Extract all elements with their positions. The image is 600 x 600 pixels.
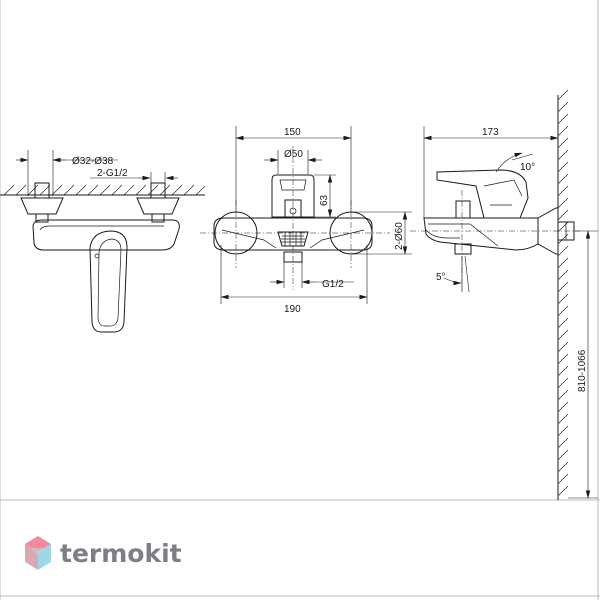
dim-width-190: 190	[220, 245, 368, 315]
dim-outlet-thread: G1/2	[270, 262, 354, 290]
mixer-body	[32, 219, 180, 251]
spout-diameter-label: Ø50	[284, 149, 303, 160]
side-wall	[557, 89, 569, 500]
diverter-knob	[455, 200, 471, 219]
right-inlet	[136, 182, 180, 223]
overall-width-label: 190	[284, 304, 301, 315]
wall-hatch	[0, 184, 206, 196]
dim-width-150: 150	[235, 126, 352, 212]
top-view: 150 Ø50 63 2-Ø60	[200, 126, 412, 315]
dim-inlet-thread: 2-G1/2	[90, 168, 178, 184]
dim-height-63: 63	[314, 174, 336, 218]
logo-wordmark: termokit	[60, 539, 182, 568]
outlet-thread-label: G1/2	[322, 279, 344, 290]
dim-spout-diameter: Ø50	[264, 149, 322, 174]
mount-height-label: 810-1066	[577, 349, 588, 392]
dim-lever-angle: 10°	[495, 152, 535, 173]
dim-mount-height: 810-1066	[568, 230, 598, 499]
left-inlet	[20, 182, 64, 223]
mixer-body-top	[213, 217, 373, 251]
dim-projection-173: 173	[423, 126, 559, 218]
termokit-logo: termokit	[25, 536, 182, 570]
projection-label: 173	[482, 127, 499, 138]
mixer-body-side	[423, 217, 539, 251]
inlet-thread-label: 2-G1/2	[97, 168, 128, 179]
dim-spout-angle: 5°	[436, 255, 470, 293]
dim-escutcheon: Ø32-Ø38	[16, 150, 118, 196]
side-view: 10° 5° 173 810-1066	[410, 89, 598, 500]
escutcheon-diameter-label: Ø32-Ø38	[72, 156, 114, 167]
spout-height-label: 63	[319, 194, 330, 206]
lever-handle-side	[436, 169, 529, 219]
spout-width-label: 150	[284, 127, 301, 138]
front-view: Ø32-Ø38 2-G1/2	[0, 150, 206, 333]
spout-angle-label: 5°	[436, 272, 446, 283]
escutcheon-diameter-2-label: 2-Ø60	[394, 222, 405, 250]
logo-cube-icon	[25, 536, 51, 570]
lever-angle-label: 10°	[520, 162, 535, 173]
dim-escutcheon-60: 2-Ø60	[352, 211, 412, 255]
lever-handle	[89, 230, 128, 333]
